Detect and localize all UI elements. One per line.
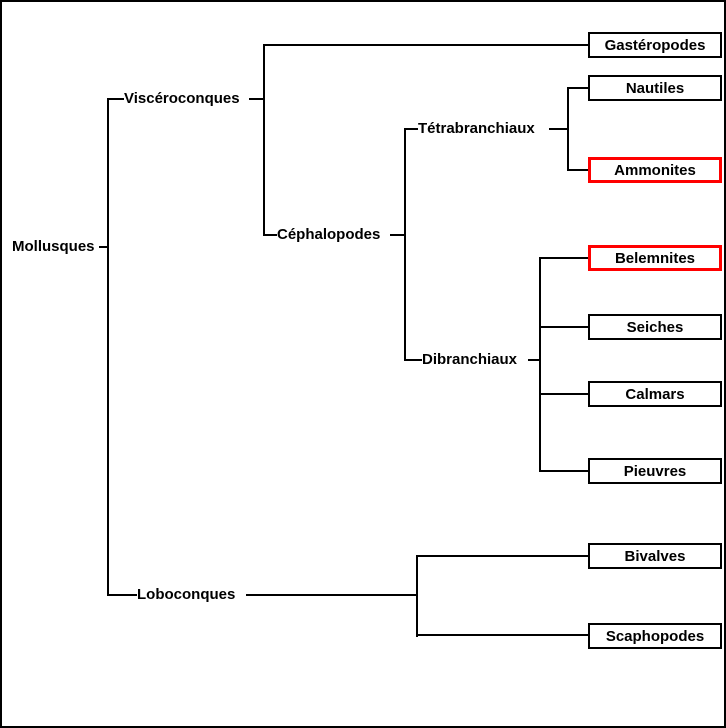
connector-tetrabranchiaux-junction [567, 87, 569, 171]
connector-gasteropodes [263, 44, 588, 46]
connector-nautiles [567, 87, 588, 89]
node-box-gasteropodes: Gastéropodes [588, 32, 722, 58]
node-label-tetrabranchiaux: Tétrabranchiaux [418, 120, 535, 137]
connector-cephalopodes-out [390, 234, 406, 236]
connector-loboconques-out [246, 594, 418, 596]
node-label-visceroconques: Viscéroconques [124, 90, 240, 107]
connector-cephalopodes-junction [404, 128, 406, 361]
connector-bivalves [416, 555, 588, 557]
node-box-scaphopodes: Scaphopodes [588, 623, 722, 649]
node-label-mollusques: Mollusques [12, 238, 95, 255]
node-box-belemnites: Belemnites [588, 245, 722, 271]
node-box-calmars: Calmars [588, 381, 722, 407]
node-label-loboconques: Loboconques [137, 586, 236, 603]
connector-visceroconques-out [249, 98, 265, 100]
node-box-ammonites: Ammonites [588, 157, 722, 183]
connector-loboconques-in [107, 594, 137, 596]
connector-belemnites [539, 257, 588, 259]
connector-calmars [539, 393, 588, 395]
node-box-bivalves: Bivalves [588, 543, 722, 569]
connector-scaphopodes [416, 634, 588, 636]
connector-seiches [539, 326, 588, 328]
node-label-cephalopodes: Céphalopodes [277, 226, 381, 243]
connector-ammonites [567, 169, 588, 171]
connector-dibranchiaux-in [404, 359, 422, 361]
connector-trunk-vertical [107, 98, 109, 596]
connector-loboconques-junction [416, 555, 418, 637]
connector-dibranchiaux-junction [539, 257, 541, 472]
node-box-seiches: Seiches [588, 314, 722, 340]
connector-cephalopodes-in [263, 234, 277, 236]
connector-dibranchiaux-out [528, 359, 541, 361]
connector-visceroconques-in [107, 98, 124, 100]
connector-pieuvres [539, 470, 588, 472]
node-box-nautiles: Nautiles [588, 75, 722, 101]
node-label-dibranchiaux: Dibranchiaux [422, 351, 518, 368]
connector-tetrabranchiaux-out [549, 128, 569, 130]
connector-visceroconques-junction [263, 44, 265, 236]
connector-tetrabranchiaux-in [404, 128, 418, 130]
node-box-pieuvres: Pieuvres [588, 458, 722, 484]
connector-mollusques-dash [99, 246, 109, 248]
